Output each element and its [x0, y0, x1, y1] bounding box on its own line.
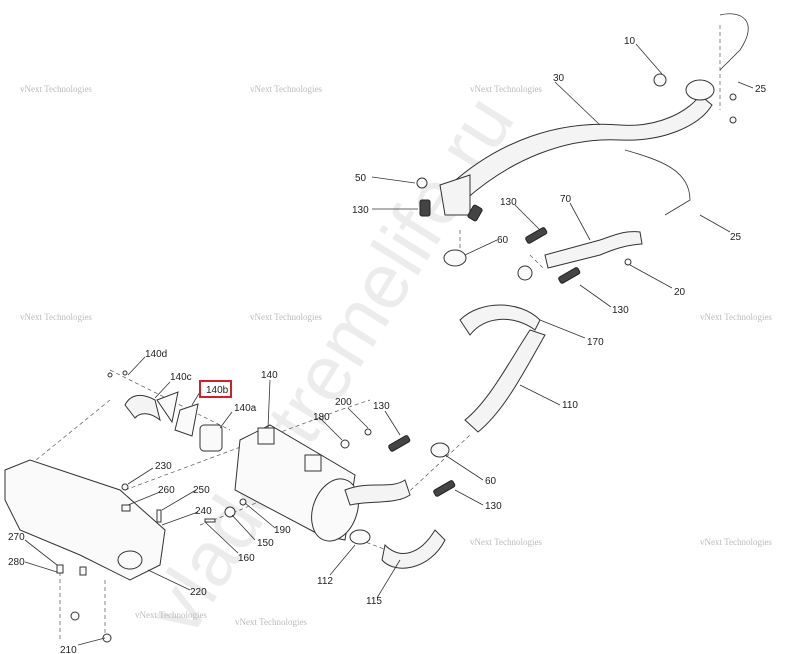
gasket — [517, 265, 533, 281]
part-label[interactable]: 130 — [352, 205, 369, 216]
part-label[interactable]: 270 — [8, 532, 25, 543]
part-label[interactable]: 140a — [234, 403, 257, 414]
hardware — [56, 93, 737, 643]
sensor-wire — [719, 13, 749, 71]
part-label[interactable]: 180 — [313, 412, 330, 423]
part-label[interactable]: 220 — [190, 587, 207, 598]
part-label[interactable]: 60 — [497, 235, 509, 246]
spring-130 — [433, 480, 456, 497]
part-label[interactable]: 150 — [257, 538, 274, 549]
gasket-60 — [430, 442, 450, 458]
part-label[interactable]: 112 — [317, 576, 333, 587]
part-label[interactable]: 70 — [560, 194, 572, 205]
part-label[interactable]: 140d — [145, 349, 167, 360]
pipe-170 — [459, 304, 541, 336]
muffler-140 — [234, 424, 411, 542]
pipe-110 — [464, 329, 546, 433]
spring-130 — [525, 227, 548, 244]
part-label[interactable]: 30 — [553, 73, 565, 84]
heat-shield-outlet — [117, 550, 143, 570]
gasket-140b — [174, 403, 199, 437]
gasket-60 — [443, 249, 467, 267]
part-label[interactable]: 140 — [261, 370, 278, 381]
watermark: vNext Technologies — [20, 84, 92, 94]
pipe-115 — [381, 529, 446, 569]
watermark: vNext Technologies — [20, 312, 92, 322]
part-label[interactable]: 25 — [730, 232, 742, 243]
spring-130 — [419, 199, 431, 217]
part-label[interactable]: 250 — [193, 485, 210, 496]
highlight-box-140b — [199, 380, 232, 398]
part-label[interactable]: 115 — [366, 596, 382, 607]
watermark: vNext Technologies — [250, 312, 322, 322]
spring-130 — [558, 267, 581, 284]
part-label[interactable]: 60 — [485, 476, 497, 487]
flange-140c — [156, 391, 179, 424]
leader-lines — [24, 43, 754, 646]
pipe-140a — [199, 424, 223, 452]
part-label[interactable]: 230 — [155, 461, 172, 472]
small-watermarks: vNext Technologies vNext Technologies vN… — [20, 84, 772, 627]
watermark: vNext Technologies — [250, 84, 322, 94]
large-watermark: vladextremelife.ru — [130, 80, 531, 649]
watermark: vNext Technologies — [470, 537, 542, 547]
spring-130 — [467, 204, 483, 222]
watermark: vNext Technologies — [700, 537, 772, 547]
part-labels: 10 30 25 25 50 130 70 130 60 20 130 170 … — [8, 36, 767, 654]
spring-130 — [388, 435, 411, 452]
sensor-wire — [624, 149, 691, 216]
watermark: vNext Technologies — [135, 610, 207, 620]
pipe-70 — [544, 231, 643, 269]
part-label[interactable]: 25 — [755, 84, 767, 95]
part-label[interactable]: 140c — [170, 372, 192, 383]
part-label[interactable]: 190 — [274, 525, 291, 536]
part-label-highlighted[interactable]: 140b — [206, 385, 229, 396]
part-label[interactable]: 10 — [624, 36, 636, 47]
part-label[interactable]: 20 — [674, 287, 686, 298]
part-label[interactable]: 50 — [355, 173, 367, 184]
watermark: vNext Technologies — [700, 312, 772, 322]
part-label[interactable]: 260 — [158, 485, 175, 496]
elbow-140c — [124, 394, 161, 422]
part-label[interactable]: 210 — [60, 645, 77, 654]
head-pipe-30 — [439, 73, 715, 216]
watermark: vNext Technologies — [235, 617, 307, 627]
part-label[interactable]: 160 — [238, 553, 255, 564]
part-label[interactable]: 130 — [373, 401, 390, 412]
part-label[interactable]: 130 — [612, 305, 629, 316]
part-label[interactable]: 240 — [195, 506, 212, 517]
part-label[interactable]: 170 — [587, 337, 604, 348]
part-label[interactable]: 130 — [500, 197, 517, 208]
clamp-112 — [349, 529, 371, 545]
part-label[interactable]: 200 — [335, 397, 352, 408]
part-label[interactable]: 130 — [485, 501, 502, 512]
heat-shield-220 — [4, 459, 166, 581]
part-label[interactable]: 280 — [8, 557, 25, 568]
watermark: vNext Technologies — [470, 84, 542, 94]
part-label[interactable]: 110 — [562, 400, 578, 411]
